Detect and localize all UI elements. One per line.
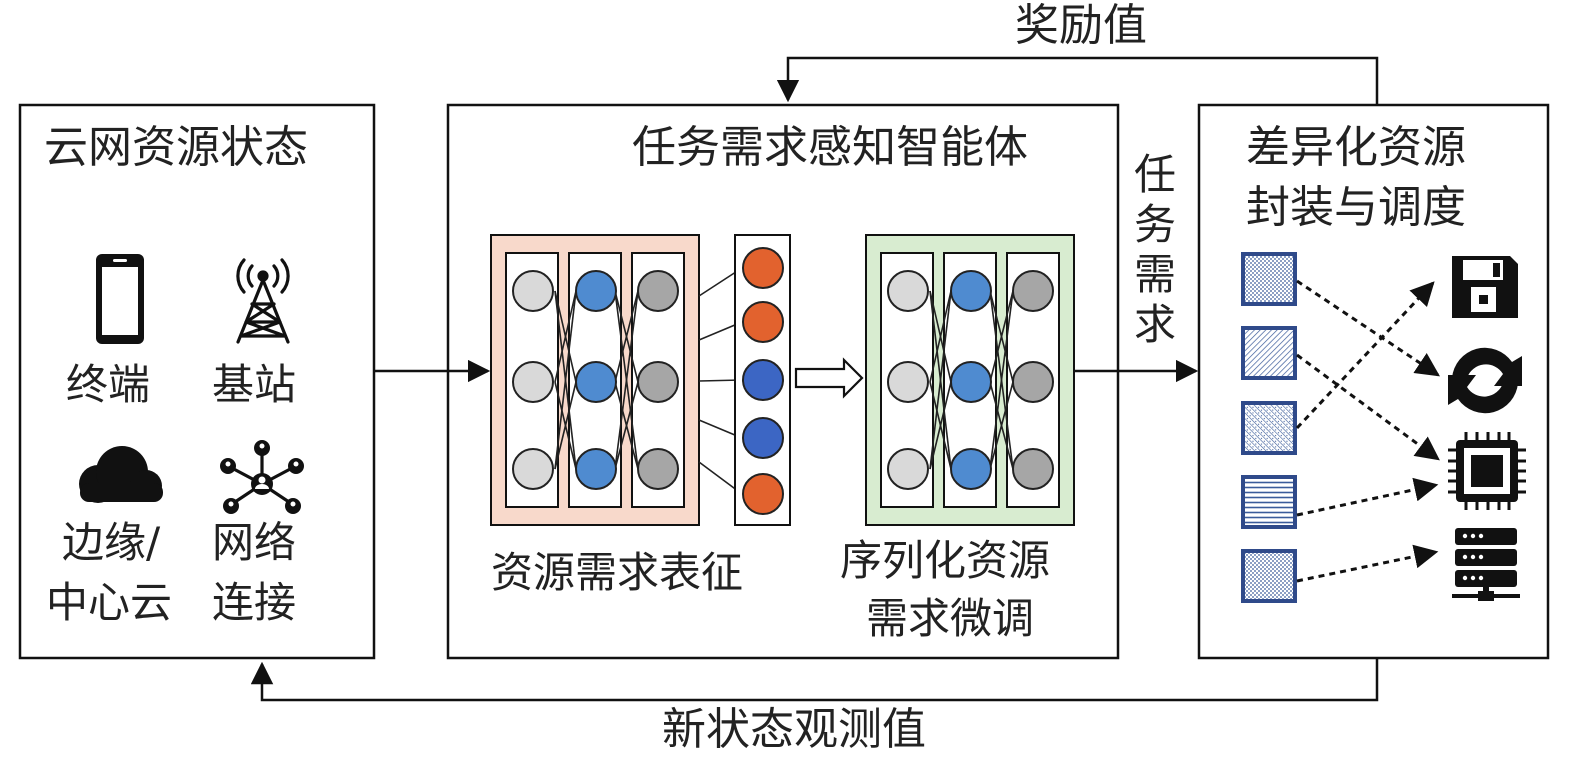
finetune-label-line1: 序列化资源 [840, 536, 1051, 585]
ft-node [950, 361, 992, 403]
middle-panel-title: 任务需求感知智能体 [632, 122, 1028, 173]
cloud-icon [79, 446, 163, 503]
middle-panel [446, 103, 1120, 660]
cell-tower-icon [236, 258, 290, 344]
embedding-node [742, 359, 784, 401]
ft-connections [929, 290, 1014, 470]
resource-blocks [1241, 252, 1297, 603]
resource-block [1241, 252, 1297, 306]
hollow-arrow [794, 357, 864, 399]
rep-node [575, 361, 617, 403]
resource-block [1241, 401, 1297, 455]
left-panel [18, 103, 376, 660]
rep-node [637, 270, 679, 312]
server-icon [1452, 528, 1520, 601]
network-label-line1: 网络 [212, 518, 297, 567]
ft-node [887, 448, 929, 490]
left-panel-title: 云网资源状态 [44, 122, 308, 173]
resource-block [1241, 549, 1297, 603]
resource-block [1241, 326, 1297, 380]
cloud-label-line1: 边缘/ [62, 518, 161, 567]
rep-node [512, 448, 554, 490]
rep-node [512, 270, 554, 312]
ft-node [950, 448, 992, 490]
ft-node [950, 270, 992, 312]
reward-arrow [776, 56, 1379, 105]
reward-label: 奖励值 [1015, 0, 1147, 51]
ft-nodes [887, 270, 1054, 490]
right-panel-title-line1: 差异化资源 [1246, 122, 1466, 173]
rep-node [575, 448, 617, 490]
smartphone-icon [96, 254, 144, 344]
task-demand-label: 任务需求 [1133, 150, 1176, 349]
cpu-chip-icon [1448, 432, 1526, 510]
finetune-label-line2: 需求微调 [866, 594, 1035, 643]
rep-node [637, 361, 679, 403]
scheduling-arrows [1295, 279, 1440, 583]
new-state-arrow [250, 658, 1379, 702]
ft-node [887, 361, 929, 403]
new-state-label: 新状态观测值 [662, 704, 926, 755]
ft-node [1012, 270, 1054, 312]
network-label-line2: 连接 [212, 578, 297, 627]
ft-node [887, 270, 929, 312]
rep-node [637, 448, 679, 490]
rep-node [512, 361, 554, 403]
floppy-disk-icon [1452, 256, 1518, 318]
right-panel [1197, 103, 1550, 660]
rep-node [575, 270, 617, 312]
ft-node [1012, 361, 1054, 403]
right-panel-title-line2: 封装与调度 [1246, 182, 1466, 233]
embedding-nodes [742, 247, 784, 515]
base-station-label: 基站 [212, 360, 297, 409]
embedding-node [742, 301, 784, 343]
sync-icon [1448, 347, 1522, 414]
rep-connections [554, 290, 639, 470]
embedding-node [742, 417, 784, 459]
representation-label: 资源需求表征 [491, 548, 744, 597]
rep-nodes [512, 270, 679, 490]
terminal-label: 终端 [66, 360, 151, 409]
resource-block [1241, 475, 1297, 529]
embedding-node [742, 247, 784, 289]
ft-node [1012, 448, 1054, 490]
network-nodes-icon [220, 440, 304, 514]
embedding-node [742, 473, 784, 515]
cloud-label-line2: 中心云 [46, 578, 173, 627]
